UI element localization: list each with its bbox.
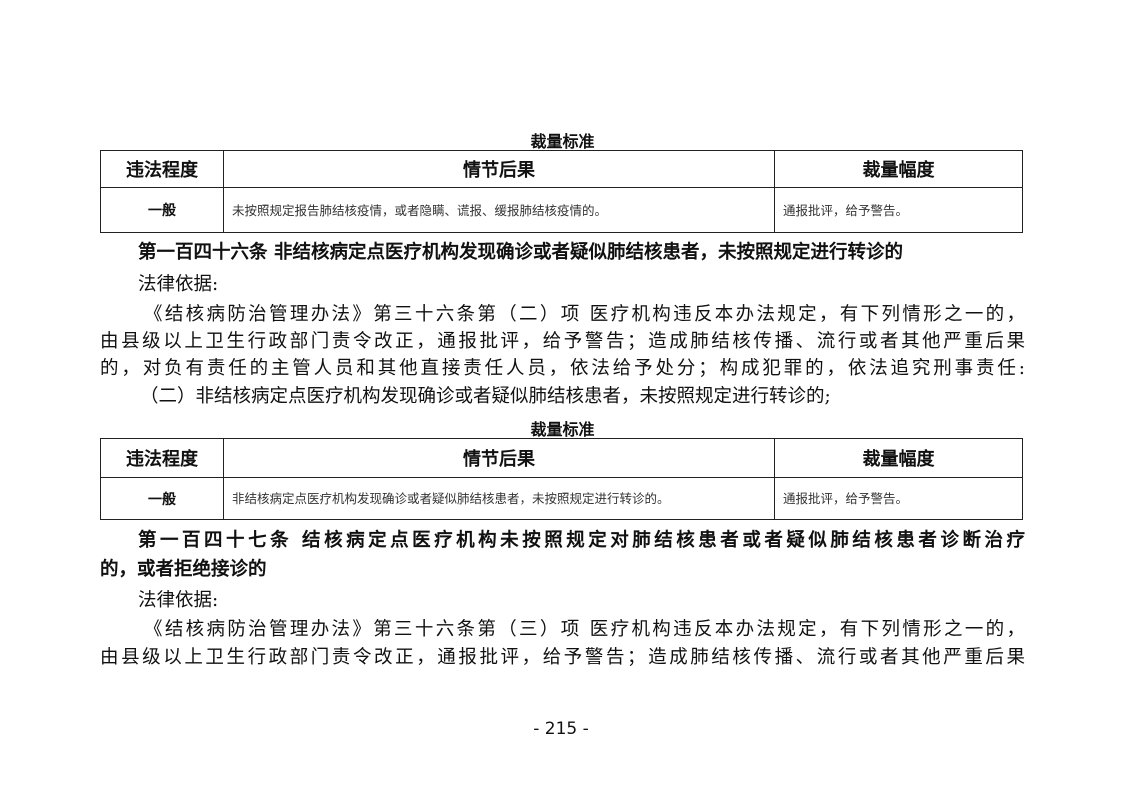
cell-penalty: 通报批评，给予警告。 [774,187,1023,233]
article146-line: 的，对负有责任的主管人员和其他直接责任人员，依法给予处分；构成犯罪的，依法追究刑… [100,358,1025,379]
article147-basis-label: 法律依据: [138,590,219,611]
cell-circumstance: 非结核病定点医疗机构发现确诊或者疑似肺结核患者，未按照规定进行转诊的。 [223,477,775,520]
header-level: 违法程度 [100,150,224,188]
header-penalty: 裁量幅度 [774,438,1023,478]
article147-line: 《结核病防治管理办法》第三十六条第（三）项 医疗机构违反本办法规定，有下列情形之… [144,619,1025,640]
header-circumstance: 情节后果 [223,150,775,188]
cell-penalty: 通报批评，给予警告。 [774,477,1023,520]
header-level: 违法程度 [100,438,224,478]
cell-level: 一般 [100,477,224,520]
header-circumstance: 情节后果 [223,438,775,478]
table1-caption: 裁量标准 [530,132,595,151]
table2-caption: 裁量标准 [530,420,595,439]
article146-title: 第一百四十六条 非结核病定点医疗机构发现确诊或者疑似肺结核患者，未按照规定进行转… [138,242,903,263]
cell-circumstance: 未按照规定报告肺结核疫情，或者隐瞒、谎报、缓报肺结核疫情的。 [223,187,775,233]
article147-title-line2: 的，或者拒绝接诊的 [100,559,267,580]
article146-line: （二）非结核病定点医疗机构发现确诊或者疑似肺结核患者，未按照规定进行转诊的; [140,386,831,407]
article146-line: 《结核病防治管理办法》第三十六条第（二）项 医疗机构违反本办法规定，有下列情形之… [144,304,1025,325]
table2: 违法程度情节后果裁量幅度 一般非结核病定点医疗机构发现确诊或者疑似肺结核患者，未… [100,438,1023,520]
article146-line: 由县级以上卫生行政部门责令改正，通报批评，给予警告；造成肺结核传播、流行或者其他… [100,331,1025,352]
article146-basis-label: 法律依据: [138,274,219,295]
header-penalty: 裁量幅度 [774,150,1023,188]
cell-level: 一般 [100,187,224,233]
table1: 违法程度情节后果裁量幅度 一般未按照规定报告肺结核疫情，或者隐瞒、谎报、缓报肺结… [100,150,1023,233]
page-number: - 215 - [533,719,589,739]
article147-line: 由县级以上卫生行政部门责令改正，通报批评，给予警告；造成肺结核传播、流行或者其他… [100,647,1025,668]
article147-title-line1: 第一百四十七条 结核病定点医疗机构未按照规定对肺结核患者或者疑似肺结核患者诊断治… [138,530,1025,551]
